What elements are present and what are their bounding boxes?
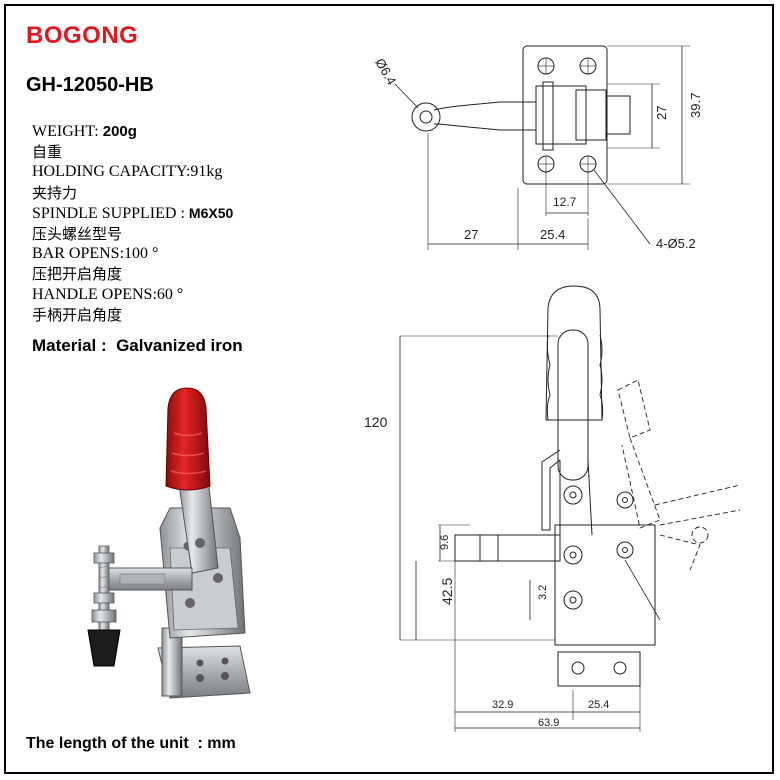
dim-spacing-small: 12.7 bbox=[553, 195, 577, 209]
spec-holding-label: HOLDING CAPACITY: bbox=[32, 163, 191, 181]
spec-holding: HOLDING CAPACITY:91kg bbox=[32, 162, 233, 182]
dim-pivot-offset: 3.2 bbox=[537, 585, 549, 600]
dim-base-right: 25.4 bbox=[588, 699, 609, 711]
dim-height-inner: 27 bbox=[654, 106, 669, 120]
spec-bar-value: 100 ° bbox=[124, 245, 159, 263]
side-handle-grip bbox=[545, 285, 603, 421]
spec-spindle-label: SPINDLE SUPPLIED : bbox=[32, 204, 189, 222]
product-photo bbox=[87, 387, 251, 699]
spec-spindle-cn: 压头螺丝型号 bbox=[32, 225, 123, 244]
spec-holding-value: 91kg bbox=[190, 163, 223, 181]
dim-arm-thickness: 9.6 bbox=[439, 535, 451, 550]
spec-weight: WEIGHT: 200g bbox=[32, 122, 233, 142]
spec-weight-cn: 自重 bbox=[32, 143, 63, 162]
mount-plate-outline bbox=[522, 45, 608, 185]
dim-base-total: 63.9 bbox=[538, 717, 559, 729]
brand-name: BOGONG bbox=[26, 22, 139, 49]
spec-handle-label: HANDLE OPENS: bbox=[32, 285, 157, 303]
side-body-outline bbox=[554, 524, 656, 646]
spec-weight-label: WEIGHT: bbox=[32, 123, 103, 140]
material-line: Material : Galvanized iron bbox=[32, 336, 243, 355]
unit-note: The length of the unit : mm bbox=[26, 735, 236, 752]
spindle bbox=[91, 545, 117, 643]
spec-handle-cn: 手柄开启角度 bbox=[32, 305, 123, 324]
side-view-drawing: 120 9.6 42.5 3.2 32.9 25.4 63.9 bbox=[364, 285, 741, 732]
spec-handle: HANDLE OPENS:60 ° bbox=[32, 285, 233, 305]
dim-height-outer: 39.7 bbox=[688, 93, 703, 118]
spec-holding-cn: 夹持力 bbox=[32, 183, 78, 202]
dim-length-left: 27 bbox=[464, 227, 478, 242]
spec-weight-value: 200g bbox=[102, 123, 137, 140]
rubber-tip bbox=[87, 629, 121, 667]
spec-spindle-value: M6X50 bbox=[188, 204, 234, 221]
spec-bar-cn: 压把开启角度 bbox=[32, 265, 123, 284]
dim-arm-height: 42.5 bbox=[439, 578, 455, 605]
spec-list: WEIGHT: 200g 自重 HOLDING CAPACITY:91kg 夹持… bbox=[32, 122, 233, 325]
base-plate bbox=[157, 627, 251, 699]
spec-spindle: SPINDLE SUPPLIED : M6X50 bbox=[32, 203, 233, 224]
dim-length-right: 25.4 bbox=[540, 227, 565, 242]
dim-base-left: 32.9 bbox=[492, 699, 513, 711]
dim-total-height: 120 bbox=[364, 414, 388, 430]
top-view-drawing: Ø6.4 27 39.7 12.7 27 25.4 4-Ø5.2 bbox=[372, 45, 703, 251]
red-handle-grip bbox=[165, 387, 211, 491]
side-bar-outline bbox=[454, 534, 561, 562]
model-number: GH-12050-HB bbox=[26, 74, 154, 96]
spec-bar: BAR OPENS:100 ° bbox=[32, 244, 233, 264]
dim-hole-dia: Ø6.4 bbox=[372, 56, 399, 88]
clamp-bar bbox=[101, 567, 193, 591]
spec-bar-label: BAR OPENS: bbox=[32, 245, 125, 263]
image-frame bbox=[4, 4, 774, 774]
spec-handle-value: 60 ° bbox=[156, 285, 184, 303]
dim-mount-holes: 4-Ø5.2 bbox=[656, 236, 696, 251]
